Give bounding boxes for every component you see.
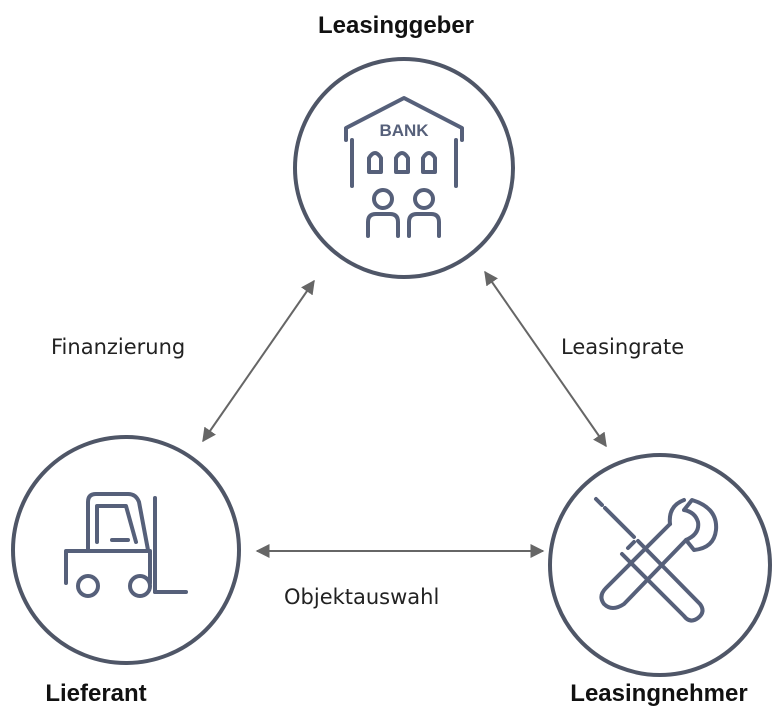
edge-objektauswahl: Objektauswahl [255,544,545,609]
leasingrate-label: Leasingrate [561,335,684,359]
objektauswahl-label: Objektauswahl [284,585,439,609]
bank-building-people-icon: BANK [344,96,464,238]
leasinggeber-circle [293,57,515,279]
node-leasingnehmer: Leasingnehmer [548,453,772,707]
leasingnehmer-title: Leasingnehmer [570,680,747,707]
finanzierung-label: Finanzierung [51,335,185,359]
node-leasinggeber: Leasinggeber BANK [293,12,515,279]
edge-leasingrate: Leasingrate [484,270,684,448]
screwdriver-wrench-icon [594,497,719,623]
node-lieferant: Lieferant [11,435,241,707]
leasinggeber-title: Leasinggeber [318,12,474,39]
edge-finanzierung: Finanzierung [51,279,315,443]
finanzierung-arrow [202,279,315,443]
lieferant-title: Lieferant [45,680,146,707]
bank-icon-text: BANK [379,121,429,140]
forklift-icon [64,492,188,598]
leasingrate-arrow [484,270,607,448]
